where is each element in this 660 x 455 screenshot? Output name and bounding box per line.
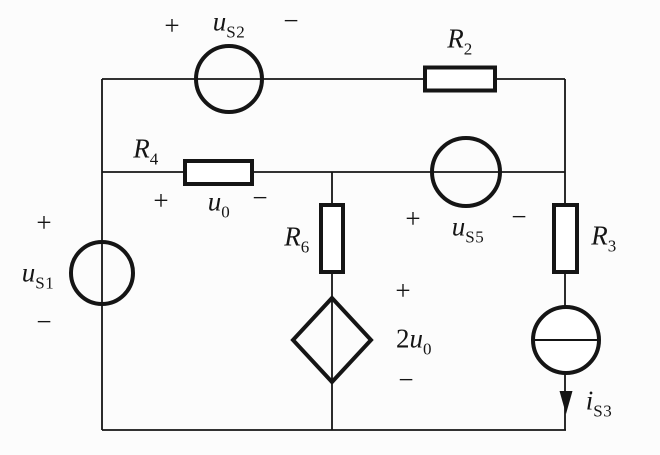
is3-label: iS3 <box>585 385 612 420</box>
us1-minus-sign: − <box>36 306 52 337</box>
r2-label: R2 <box>447 23 473 58</box>
dep-minus-sign: − <box>398 364 414 395</box>
r6-label-part: R <box>284 221 301 252</box>
us2-minus-sign: − <box>283 5 299 36</box>
resistor-r2 <box>423 65 497 93</box>
voltage-source-us5 <box>430 136 502 208</box>
is3-label-part: i <box>585 385 594 416</box>
dep-plus-sign-part: + <box>395 275 411 306</box>
r6-label-part: 6 <box>300 237 310 257</box>
u0-minus-sign-part: − <box>252 182 268 213</box>
us2-label-part: u <box>212 6 227 37</box>
us1-plus-sign-part: + <box>36 207 52 238</box>
us5-plus-sign: + <box>405 203 421 234</box>
us5-label-part: S5 <box>465 227 485 247</box>
us1-minus-sign-part: − <box>36 306 52 337</box>
r2-label-part: R <box>447 23 464 54</box>
u0-plus-sign: + <box>153 185 169 216</box>
us5-label: uS5 <box>451 211 484 246</box>
u0-plus-sign-part: + <box>153 185 169 216</box>
voltage-source-us2 <box>194 44 264 114</box>
voltage-source-us1 <box>69 240 135 306</box>
is3-label-part: S3 <box>593 401 613 421</box>
r2-label-part: 2 <box>463 39 473 59</box>
current-arrow-icon <box>559 391 573 414</box>
r3-label-part: R <box>591 220 608 251</box>
r4-label-part: R <box>133 133 150 164</box>
us2-label-part: S2 <box>226 22 246 42</box>
us5-plus-sign-part: + <box>405 203 421 234</box>
dep-label-part: 0 <box>423 339 432 359</box>
us5-minus-sign: − <box>511 201 527 232</box>
r3-label-part: 3 <box>607 236 617 256</box>
us2-label: uS2 <box>212 6 245 41</box>
r3-label: R3 <box>591 220 617 255</box>
u0-label-part: u <box>207 186 222 217</box>
dep-minus-sign-part: − <box>398 364 414 395</box>
us2-plus-sign-part: + <box>164 10 180 41</box>
us2-plus-sign: + <box>164 10 180 41</box>
dep-label-part: 2 <box>396 323 410 354</box>
u0-label: u0 <box>207 186 231 221</box>
us5-minus-sign-part: − <box>511 201 527 232</box>
r6-label: R6 <box>284 221 310 256</box>
resistor-r3 <box>552 203 579 274</box>
us2-minus-sign-part: − <box>283 5 299 36</box>
resistor-r6 <box>319 203 345 274</box>
r4-label-part: 4 <box>149 149 159 169</box>
dep-plus-sign: + <box>395 275 411 306</box>
u0-label-part: 0 <box>221 202 231 222</box>
us1-label-part: S1 <box>35 273 55 293</box>
resistor-r4 <box>183 159 254 186</box>
dep-label-part: u <box>409 323 424 354</box>
us1-label: uS1 <box>21 257 54 292</box>
r4-label: R4 <box>133 133 159 168</box>
us1-label-part: u <box>21 257 36 288</box>
us1-plus-sign: + <box>36 207 52 238</box>
us5-label-part: u <box>451 211 466 242</box>
dep-label: 2u0 <box>396 323 432 358</box>
controlled-source-2u0 <box>290 295 374 385</box>
u0-minus-sign: − <box>252 182 268 213</box>
